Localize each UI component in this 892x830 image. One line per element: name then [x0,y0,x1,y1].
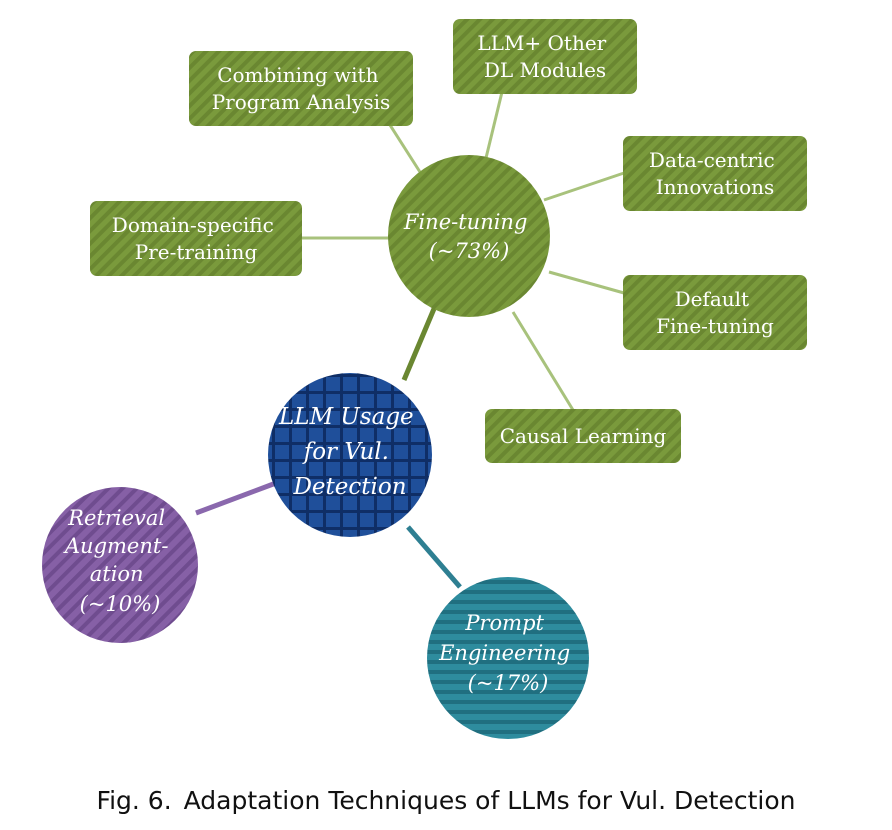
prompt-line2: Engineering [438,641,570,665]
box-domain-pretraining: Domain-specific Pre-training [90,201,302,276]
box-llm-other-dl-line2: DL Modules [484,58,606,82]
svg-text:LLM Usage for Vul.: LLM Usage for Vul. Detection [278,404,421,500]
svg-text:Causal Learning: Causal Learning [500,424,667,448]
retrieval-node: Retrieval Augment- ation (~10%) [42,487,198,643]
svg-text:Default Fine-tuning: Default Fine-tuning [656,287,774,338]
retrieval-circle [42,487,198,643]
fine-tuning-circle [388,155,550,317]
svg-text:Retrieval Augment-: Retrieval Augment- ation (~10%) [63,506,175,616]
figure-caption: Fig. 6. Adaptation Techniques of LLMs for… [0,786,892,815]
retrieval-line3: ation [90,562,144,586]
box-data-centric-line1: Data-centric [649,148,775,172]
box-data-centric-line2: Innovations [656,175,775,199]
caption-text: Adaptation Techniques of LLMs for Vul. D… [183,786,796,815]
box-domain-pretraining-bg [90,201,302,276]
box-llm-other-dl-line1: LLM+ Other [477,31,606,55]
box-llm-other-dl: LLM+ Other DL Modules [453,19,637,94]
svg-text:Combining with Program A: Combining with Program Analysis [212,63,391,114]
box-default-finetuning: Default Fine-tuning [623,275,807,350]
box-default-finetuning-bg [623,275,807,350]
center-line1: LLM Usage [278,404,414,430]
prompt-line1: Prompt [464,611,544,635]
box-causal-learning-line1: Causal Learning [500,424,667,448]
center-line3: Detection [292,474,406,500]
link-center-finetuning [401,303,439,381]
svg-text:Data-centric Innovations: Data-centric Innovations [649,148,781,199]
retrieval-line2: Augment- [63,534,169,558]
box-default-finetuning-line2: Fine-tuning [656,314,774,338]
box-data-centric: Data-centric Innovations [623,136,807,211]
box-causal-learning-bg [485,409,681,463]
box-default-finetuning-line1: Default [675,287,750,311]
retrieval-line4: (~10%) [80,592,161,616]
prompt-line3: (~17%) [468,671,549,695]
link-ft-data-centric [543,171,625,202]
link-ft-default [548,270,625,295]
fine-tuning-line2: (~73%) [429,239,510,263]
retrieval-line1: Retrieval [67,506,165,530]
svg-text:Domain-specific Pre-trai: Domain-specific Pre-training [112,213,280,264]
center-circle [268,373,432,537]
box-program-analysis-line1: Combining with [217,63,378,87]
fine-tuning-line1: Fine-tuning [403,210,528,234]
box-data-centric-bg [623,136,807,211]
link-center-prompt [406,525,462,589]
box-program-analysis: Combining with Program Analysis [189,51,413,126]
center-node: LLM Usage for Vul. Detection [268,373,432,537]
caption-label: Fig. 6. [96,786,172,815]
links [195,91,625,589]
box-domain-pretraining-line1: Domain-specific [112,213,274,237]
link-ft-llm-other [484,91,504,159]
prompt-node: Prompt Engineering (~17%) [427,577,589,739]
svg-text:LLM+ Other DL Modules: LLM+ Other DL Modules [477,31,612,82]
svg-text:Fine-tuning (~73%): Fine-tuning (~73%) [403,210,534,263]
box-causal-learning: Causal Learning [485,409,681,463]
link-center-retrieval [195,480,277,516]
link-ft-causal [511,311,575,411]
box-llm-other-dl-bg [453,19,637,94]
link-ft-program-analysis [388,124,422,173]
svg-text:Prompt Engineering: Prompt Engineering (~17%) [438,611,577,695]
box-domain-pretraining-line2: Pre-training [135,240,258,264]
center-line2: for Vul. [302,439,389,465]
fine-tuning-node: Fine-tuning (~73%) [388,155,550,317]
box-program-analysis-bg [189,51,413,126]
prompt-circle [427,577,589,739]
box-program-analysis-line2: Program Analysis [212,90,391,114]
